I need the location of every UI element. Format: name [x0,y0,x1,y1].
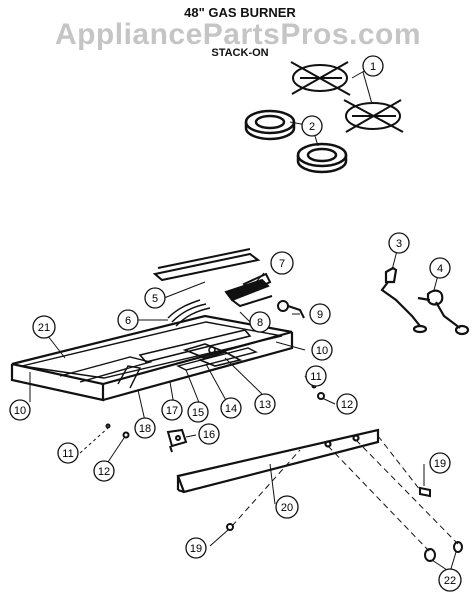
callout-19-left: 19 [185,537,207,559]
callout-11-left: 11 [57,442,79,464]
svg-text:13: 13 [259,399,271,411]
svg-text:20: 20 [281,502,293,514]
callout-21: 21 [32,315,56,339]
svg-text:10: 10 [316,345,328,357]
callout-14: 14 [220,397,242,419]
svg-text:12: 12 [98,466,110,478]
svg-text:15: 15 [192,407,204,419]
svg-text:10: 10 [14,405,26,417]
svg-text:11: 11 [310,371,321,383]
ignitor [166,428,188,453]
svg-text:7: 7 [279,258,285,270]
callout-20: 20 [275,495,299,519]
callout-15: 15 [187,401,209,423]
callouts: 1 2 3 4 5 6 7 8 9 10 10 11 11 12 12 13 1… [9,55,462,592]
leader-lines [29,65,457,573]
svg-text:9: 9 [317,309,323,321]
svg-text:19: 19 [190,543,202,555]
callout-7: 7 [270,251,294,275]
callout-9: 9 [309,303,331,325]
callout-8: 8 [249,311,271,333]
svg-text:17: 17 [166,405,178,417]
callout-16: 16 [198,423,220,445]
callout-6: 6 [117,309,139,331]
callout-4: 4 [429,257,451,279]
burner-tube-4 [417,289,470,336]
fasteners [226,486,463,562]
burner-grate-right [343,99,404,133]
callout-5: 5 [144,287,166,309]
callout-22: 22 [438,568,462,592]
svg-text:12: 12 [341,399,353,411]
callout-1: 1 [362,55,384,77]
subtitle-text: STACK-ON [211,47,269,59]
callout-17: 17 [161,399,183,421]
svg-text:4: 4 [437,263,443,275]
svg-text:21: 21 [38,322,50,334]
diagram-title: 48" GAS BURNER STACK-ON [150,5,330,61]
svg-text:5: 5 [152,293,158,305]
callout-12-right: 12 [336,393,358,415]
burner-ring-lower [296,142,348,174]
callout-10-left: 10 [9,399,31,421]
callout-3: 3 [388,232,410,254]
orifice-fitting [277,300,305,319]
svg-text:8: 8 [257,317,263,329]
svg-text:22: 22 [444,575,456,587]
callout-19-right: 19 [429,452,451,474]
callout-13: 13 [254,393,276,415]
svg-text:1: 1 [370,61,376,73]
burner-tube-3 [380,266,428,334]
callout-18: 18 [134,417,156,439]
burner-grate-top [290,61,351,96]
svg-text:2: 2 [309,121,315,133]
callout-10-right: 10 [311,339,333,361]
valve-bracket [224,272,273,308]
burner-ring-left [244,109,296,141]
svg-text:19: 19 [434,458,446,470]
svg-text:16: 16 [203,429,215,441]
svg-text:18: 18 [139,423,151,435]
assembly-lines [231,435,459,553]
burner-box [10,314,294,402]
svg-text:14: 14 [225,403,237,415]
watermark: AppliancePartsPros.com [54,18,422,51]
inner-burners [182,343,243,367]
top-rail [152,248,261,282]
svg-text:6: 6 [125,315,131,327]
callout-12-left: 12 [93,460,115,482]
svg-text:3: 3 [396,238,402,250]
callout-11-right: 11 [305,365,327,387]
svg-text:11: 11 [62,448,73,460]
title-text: 48" GAS BURNER [184,5,296,20]
callout-2: 2 [301,115,323,137]
